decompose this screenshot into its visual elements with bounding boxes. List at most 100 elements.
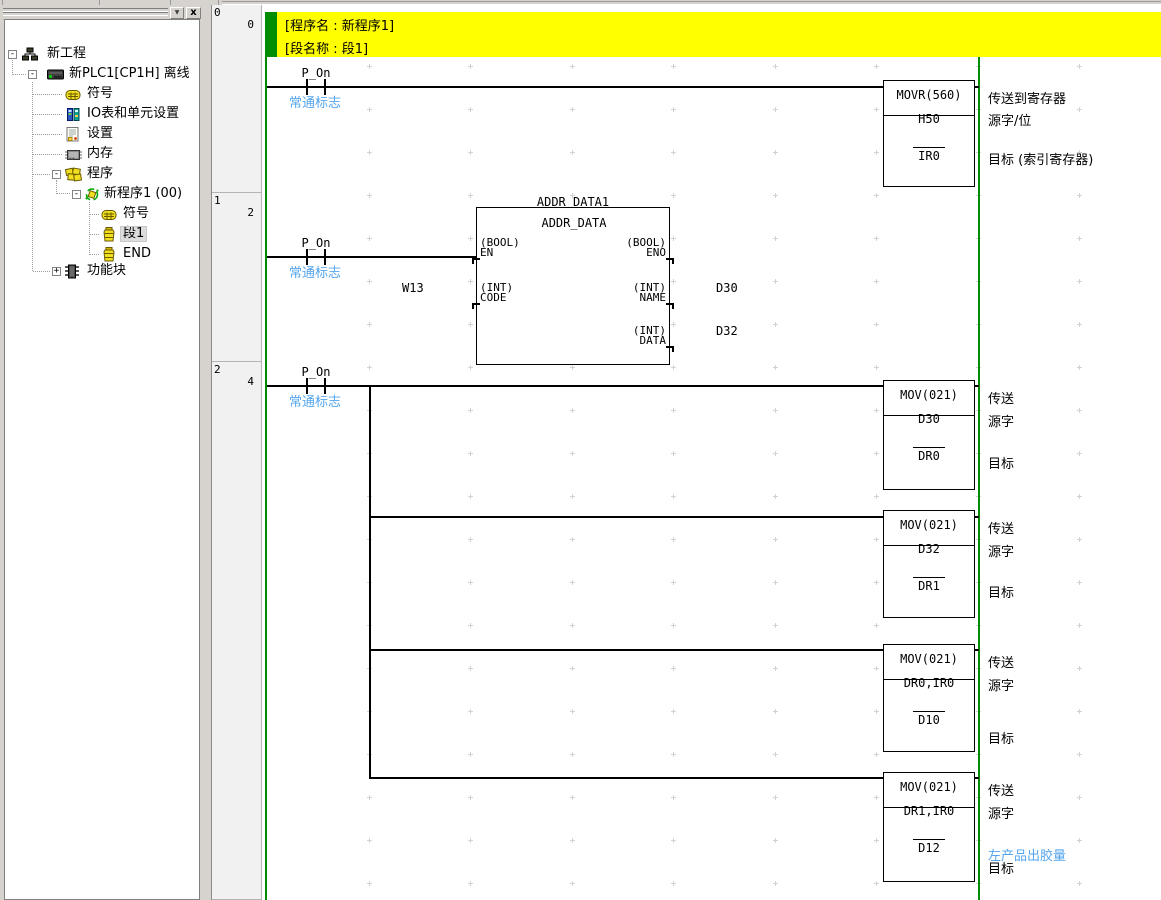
instruction-title: MOVR(560) bbox=[884, 81, 974, 116]
section-icon bbox=[101, 247, 119, 262]
tree-item-END[interactable]: END bbox=[123, 246, 151, 261]
tree-connector bbox=[33, 114, 62, 116]
instruction-title: MOV(021) bbox=[884, 381, 974, 416]
instruction-title: MOV(021) bbox=[884, 511, 974, 546]
tree-item-新工程[interactable]: 新工程 bbox=[47, 46, 87, 61]
operand-dest-wrap: D12 bbox=[884, 839, 974, 855]
contact-bar bbox=[306, 249, 308, 265]
toolbar-separator bbox=[218, 0, 219, 5]
tree-connector bbox=[12, 60, 14, 75]
tree-connector bbox=[33, 134, 62, 136]
tree-connector bbox=[89, 202, 91, 255]
contact-label: P_On bbox=[301, 236, 331, 250]
tree-item-符号[interactable]: 符号 bbox=[87, 86, 114, 101]
collapse-box[interactable]: - bbox=[8, 49, 17, 59]
contact-p-on[interactable]: P_On bbox=[280, 65, 350, 109]
operand-source[interactable]: D30 bbox=[918, 412, 940, 426]
tree-item-程序[interactable]: 程序 bbox=[87, 166, 114, 181]
contact-bar bbox=[324, 378, 326, 394]
instruction-title: MOV(021) bbox=[884, 645, 974, 680]
panel-dropdown-button[interactable]: ▼ bbox=[170, 7, 184, 19]
tree-connector bbox=[57, 193, 70, 195]
program-folder-icon bbox=[64, 167, 83, 182]
operand-dest-wrap: IR0 bbox=[884, 147, 974, 163]
contact-bar bbox=[306, 79, 308, 95]
rung-number: 0 bbox=[214, 6, 221, 19]
operand-dest-wrap: DR1 bbox=[884, 577, 974, 593]
section-name-comment: [段名称 : 段1] bbox=[285, 42, 369, 57]
ladder-editor bbox=[211, 5, 1161, 900]
tree-item-符号[interactable]: 符号 bbox=[123, 206, 150, 221]
tree-connector bbox=[13, 74, 26, 76]
tree-item-新PLC1[CP1H] 离线[interactable]: 新PLC1[CP1H] 离线 bbox=[69, 66, 190, 81]
operand-dest[interactable]: D12 bbox=[913, 839, 945, 855]
operand-source[interactable]: D32 bbox=[918, 542, 940, 556]
section-icon bbox=[101, 227, 119, 242]
collapse-box[interactable]: - bbox=[72, 189, 81, 199]
toolbar-separator bbox=[2, 0, 3, 5]
expand-box[interactable]: + bbox=[52, 266, 61, 276]
operand-dest-wrap: DR0 bbox=[884, 447, 974, 463]
contact-label: P_On bbox=[301, 365, 331, 379]
tree-item-内存[interactable]: 内存 bbox=[87, 146, 114, 161]
tree-item-设置[interactable]: 设置 bbox=[87, 126, 114, 141]
tree-item-新程序1 (00)[interactable]: 新程序1 (00) bbox=[104, 186, 183, 201]
symbol-table-icon bbox=[65, 87, 83, 102]
section-comment-marker bbox=[265, 12, 277, 57]
tree-panel-titlebar[interactable]: ▼ x bbox=[0, 6, 211, 19]
operand-dest[interactable]: D10 bbox=[913, 711, 945, 727]
contact-bar bbox=[306, 378, 308, 394]
fb-output-param[interactable]: D30 bbox=[716, 281, 738, 295]
tree-item-段1[interactable]: 段1 bbox=[119, 226, 148, 242]
operand-source[interactable]: DR1,IR0 bbox=[903, 804, 955, 818]
rung-step-number: 4 bbox=[247, 375, 254, 388]
collapse-box[interactable]: - bbox=[28, 69, 37, 79]
fb-input-param[interactable]: W13 bbox=[402, 281, 424, 295]
project-icon bbox=[22, 47, 40, 62]
function-block-icon bbox=[64, 264, 82, 279]
contact-bar bbox=[324, 79, 326, 95]
drag-grip[interactable] bbox=[3, 12, 168, 16]
program-icon bbox=[83, 187, 101, 202]
tree-connector bbox=[90, 254, 99, 256]
operand-source[interactable]: H50 bbox=[918, 112, 940, 126]
panel-close-button[interactable]: x bbox=[186, 7, 201, 19]
toolbar-separator bbox=[99, 0, 100, 5]
tree-connector bbox=[90, 234, 99, 236]
tree-connector bbox=[33, 271, 50, 273]
memory-icon bbox=[65, 147, 83, 162]
operand-source[interactable]: DR0,IR0 bbox=[903, 676, 955, 690]
contact-p-on[interactable]: P_On bbox=[280, 364, 350, 408]
instruction-title: MOV(021) bbox=[884, 773, 974, 808]
operand-dest[interactable]: DR1 bbox=[913, 577, 945, 593]
tree-connector bbox=[90, 214, 99, 216]
contact-p-on[interactable]: P_On bbox=[280, 235, 350, 279]
fb-definition-name: ADDR_DATA bbox=[541, 216, 607, 230]
rung-step-number: 0 bbox=[247, 18, 254, 31]
function-block-ADDR_DATA[interactable]: ADDR_DATA bbox=[476, 207, 670, 365]
rung-number: 1 bbox=[214, 194, 221, 207]
tree-connector bbox=[33, 174, 50, 176]
collapse-box[interactable]: - bbox=[52, 169, 61, 179]
operand-dest[interactable]: DR0 bbox=[913, 447, 945, 463]
symbol-table-icon bbox=[101, 207, 119, 222]
operand-dest[interactable]: IR0 bbox=[913, 147, 945, 163]
tree-connector bbox=[56, 180, 58, 194]
drag-grip[interactable] bbox=[3, 8, 168, 12]
operand-dest-wrap: D10 bbox=[884, 711, 974, 727]
tree-item-IO表和单元设置[interactable]: IO表和单元设置 bbox=[87, 106, 180, 121]
tree-item-功能块[interactable]: 功能块 bbox=[87, 263, 127, 278]
section-comment-block[interactable]: [程序名 : 新程序1] [段名称 : 段1] bbox=[277, 12, 1161, 57]
fb-output-param[interactable]: D32 bbox=[716, 324, 738, 338]
